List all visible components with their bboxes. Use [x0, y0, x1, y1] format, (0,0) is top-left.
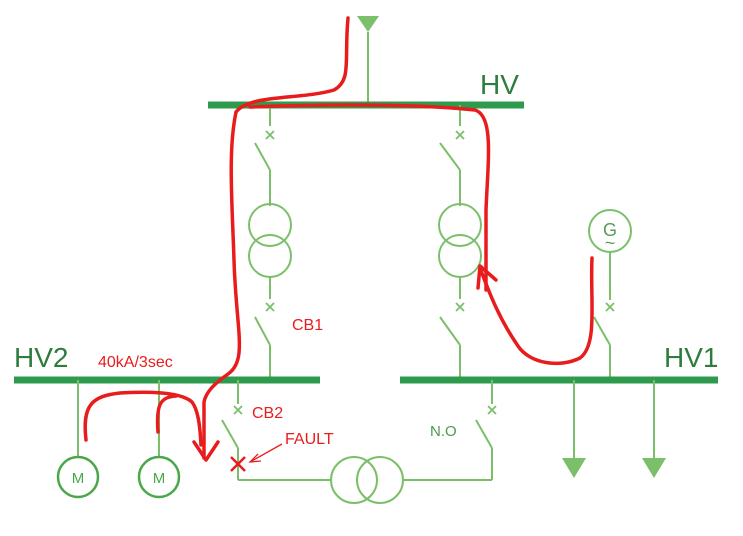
motor-icon: M: [56, 455, 100, 499]
load-1: [562, 380, 586, 478]
fault-marker-icon: [230, 456, 246, 472]
breaker-icon: [605, 302, 615, 312]
load-icon: [642, 458, 666, 478]
normally-open-label: N.O: [430, 423, 457, 440]
breaker-icon: [265, 302, 275, 312]
breaker-icon: [455, 130, 465, 140]
hv1-bus-label: HV1: [664, 342, 718, 373]
utility-source-icon: [357, 16, 379, 105]
fault-label: FAULT: [285, 431, 334, 448]
tie-circuit: [221, 380, 497, 504]
utility-fault-current-return: [248, 103, 491, 292]
generator-feeder: G ~: [588, 209, 632, 380]
fault-pointer: [248, 443, 283, 463]
generator-arrowhead: [476, 264, 498, 290]
load-icon: [562, 458, 586, 478]
motor-fault-current-path: [83, 390, 203, 447]
right-feeder: [438, 105, 482, 380]
breaker-icon: [265, 130, 275, 140]
load-2: [642, 380, 666, 478]
generator-fault-current-path: [478, 256, 594, 366]
motor-1: M: [56, 380, 100, 499]
transformer-icon: [248, 203, 292, 278]
left-feeder: [248, 105, 292, 380]
motor-symbol: M: [153, 470, 166, 487]
cb2-label: CB2: [252, 405, 283, 422]
generator-wave: ~: [605, 233, 616, 253]
generator-symbol: G: [603, 220, 617, 240]
fault-rating-label: 40kA/3sec: [98, 354, 173, 371]
hv-bus-label: HV: [480, 69, 519, 100]
utility-fault-current-path: [202, 16, 350, 460]
cb1-label: CB1: [292, 317, 323, 334]
motor2-fault-current-path: [155, 394, 178, 434]
generator-icon: G ~: [588, 209, 632, 253]
fault-current-arrowhead: [192, 440, 220, 462]
breaker-icon: [233, 405, 243, 415]
transformer-icon: [438, 203, 482, 278]
breaker-icon: [487, 405, 497, 415]
motor-icon: M: [137, 455, 181, 499]
breaker-icon: [455, 302, 465, 312]
hv2-bus-label: HV2: [14, 342, 68, 373]
motor-symbol: M: [72, 470, 85, 487]
motor-2: M: [137, 380, 181, 499]
transformer-icon: [330, 456, 404, 504]
